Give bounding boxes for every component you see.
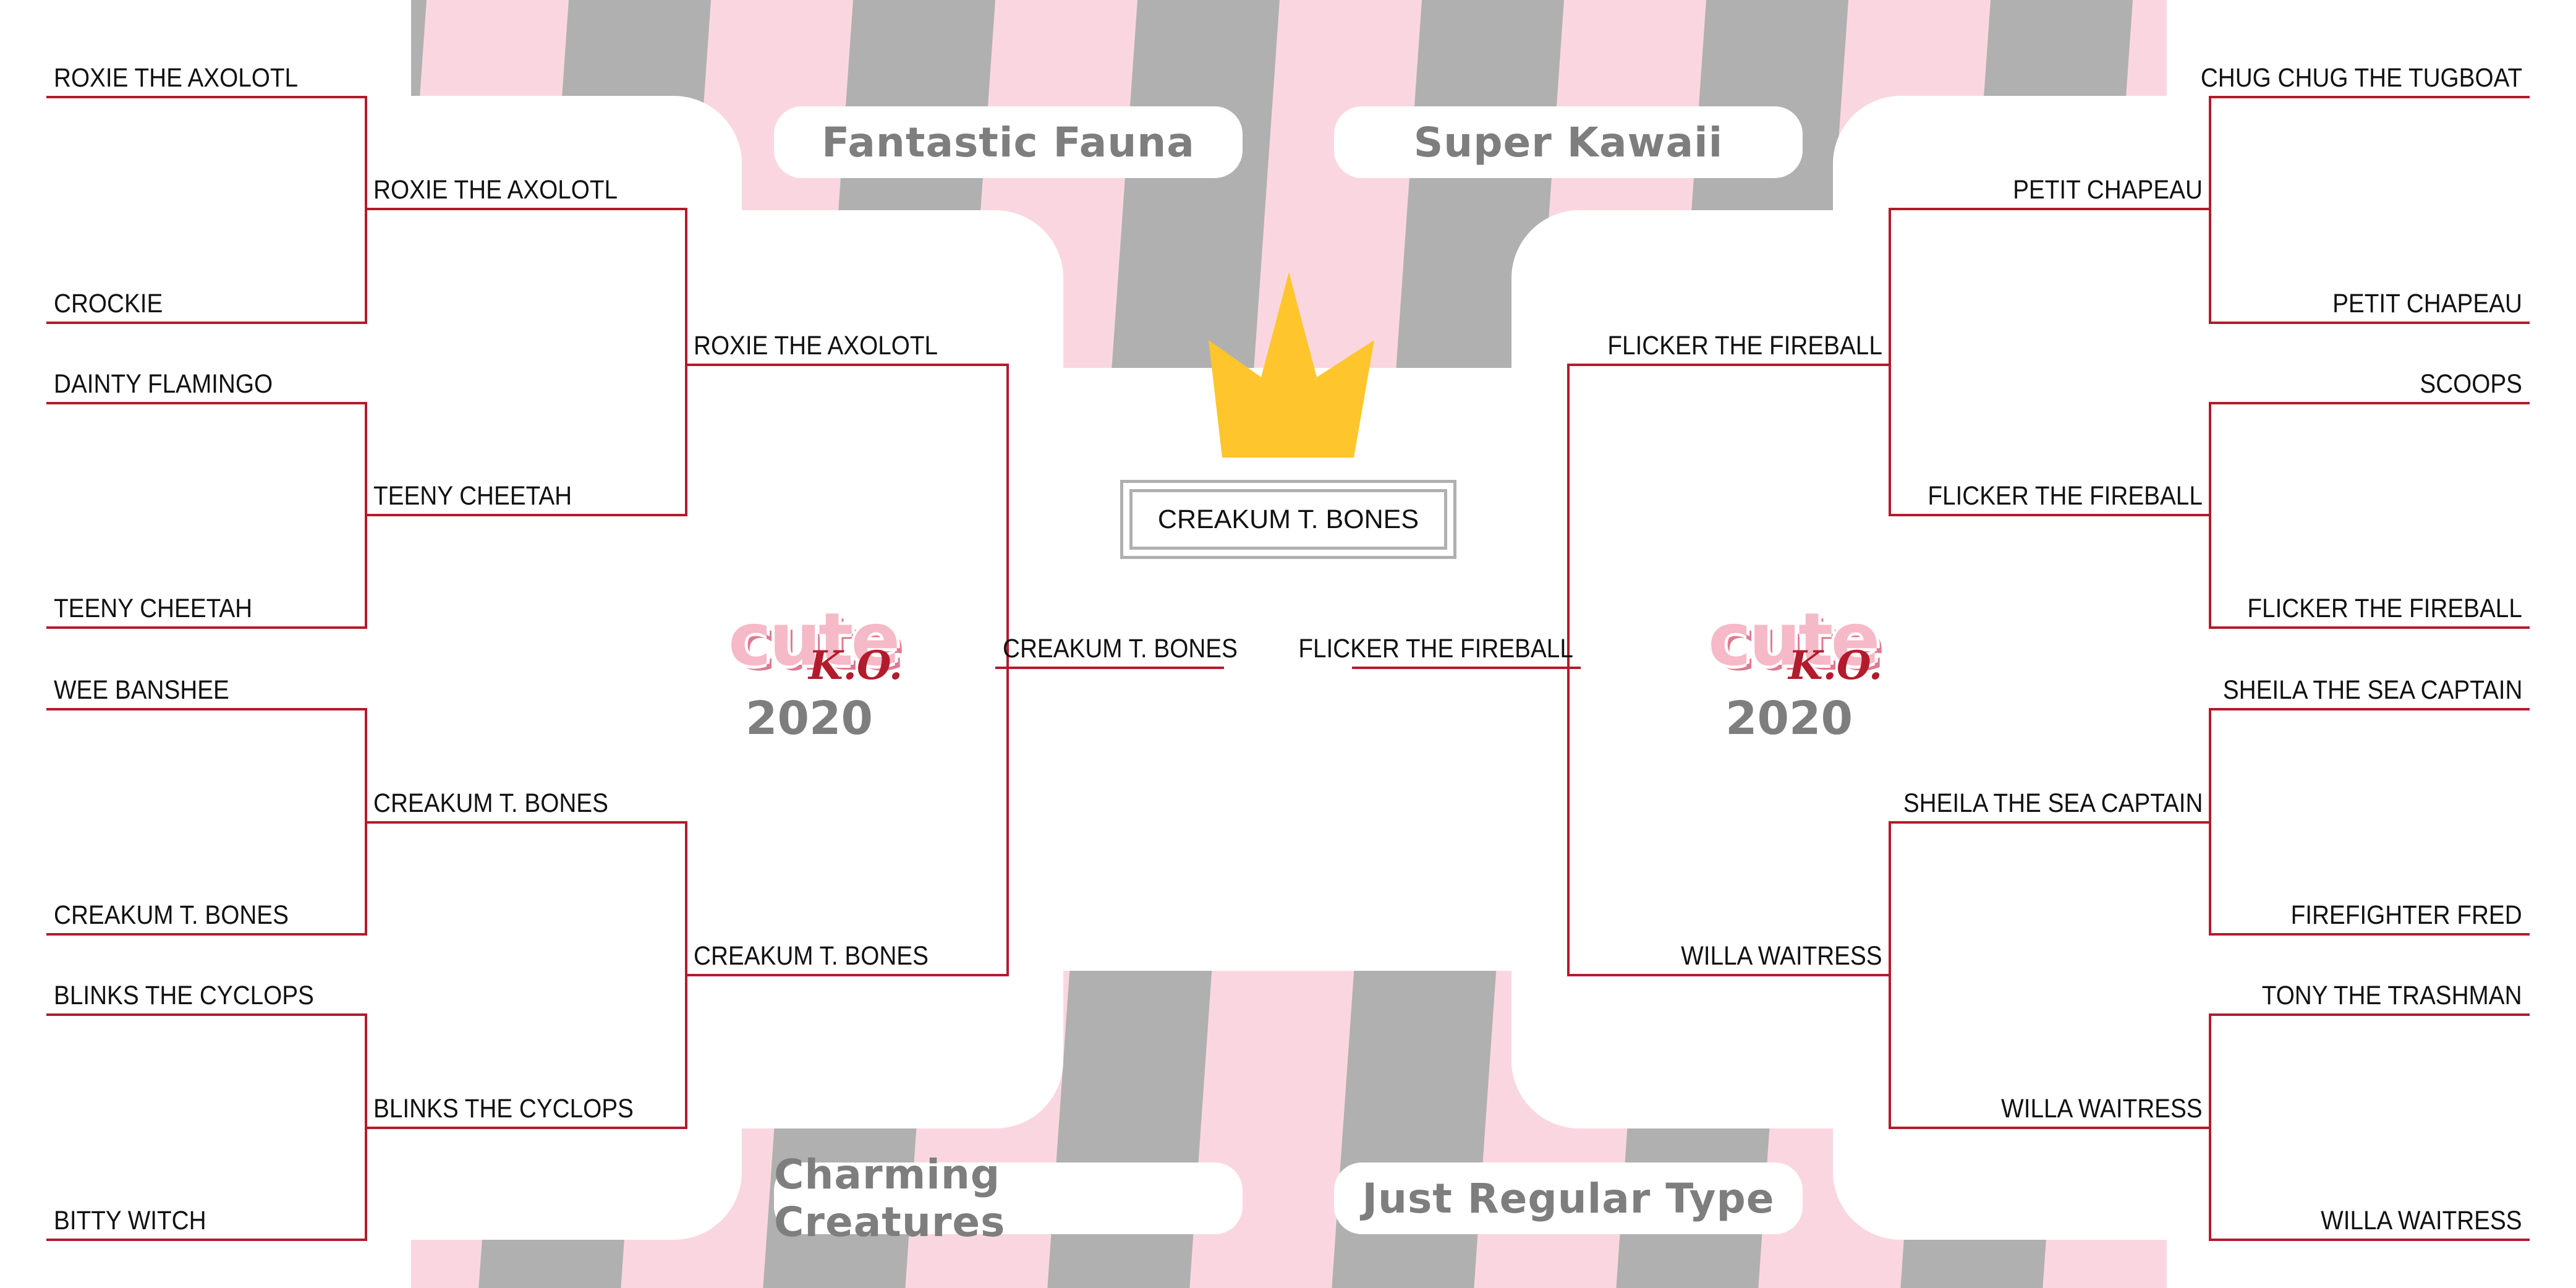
bracket-line-left xyxy=(46,1013,366,1016)
right-outer-panel xyxy=(2167,0,2576,1288)
bracket-line-left xyxy=(46,708,366,710)
bracket-line-right xyxy=(2210,626,2530,629)
logo-ko: K.O. xyxy=(1788,642,1883,689)
bracket-line-left xyxy=(366,208,686,210)
bracket-connector-right xyxy=(1889,208,1891,516)
entrant-name: SHEILA THE SEA CAPTAIN xyxy=(2222,675,2522,705)
bracket-line-right xyxy=(2210,1239,2530,1241)
region-label-top-right: Super Kawaii xyxy=(1334,106,1803,178)
bracket-line-right xyxy=(1890,821,2210,824)
bracket-line-left xyxy=(46,933,366,936)
entrant-name: PETIT CHAPEAU xyxy=(2013,175,2203,205)
entrant-name: WEE BANSHEE xyxy=(54,675,229,705)
bracket-connector-right xyxy=(2209,1013,2211,1241)
bracket-connector-left xyxy=(685,208,687,516)
bracket-line-left xyxy=(46,626,366,629)
bracket-connector-right xyxy=(2209,708,2211,936)
bracket-line-right xyxy=(1568,974,1890,976)
bracket-line-right xyxy=(1890,1127,2210,1129)
bracket-line-left xyxy=(686,364,1008,366)
entrant-name: CREAKUM T. BONES xyxy=(373,788,608,818)
entrant-name: CHUG CHUG THE TUGBOAT xyxy=(2200,63,2522,93)
entrant-name: CREAKUM T. BONES xyxy=(54,900,289,930)
bracket-connector-right xyxy=(1889,821,1891,1129)
bracket-connector-right xyxy=(2209,96,2211,324)
bracket-line-right xyxy=(2210,933,2530,936)
bracket-line-right xyxy=(1352,667,1581,669)
bracket-line-right xyxy=(1568,364,1890,366)
entrant-name: FLICKER THE FIREBALL xyxy=(1928,481,2203,511)
bracket-line-left xyxy=(46,322,366,324)
region-label-bottom-right: Just Regular Type xyxy=(1334,1162,1803,1234)
logo-word: cute xyxy=(728,597,900,682)
entrant-name: BITTY WITCH xyxy=(54,1206,206,1235)
entrant-name: FLICKER THE FIREBALL xyxy=(2247,594,2522,623)
entrant-name: FLICKER THE FIREBALL xyxy=(1607,331,1882,360)
entrant-name: ROXIE THE AXOLOTL xyxy=(694,331,938,360)
entrant-name: SHEILA THE SEA CAPTAIN xyxy=(1903,788,2203,818)
bracket-line-right xyxy=(1890,208,2210,210)
center-panel xyxy=(989,368,1570,971)
bracket-line-right xyxy=(2210,1013,2530,1016)
bracket-connector-right xyxy=(2209,402,2211,629)
region-label-bottom-left: Charming Creatures xyxy=(774,1151,1243,1246)
logo-ko: K.O. xyxy=(809,642,903,689)
entrant-name: BLINKS THE CYCLOPS xyxy=(54,981,314,1010)
entrant-name: PETIT CHAPEAU xyxy=(2332,289,2522,318)
entrant-name: CROCKIE xyxy=(54,289,163,318)
entrant-name: DAINTY FLAMINGO xyxy=(54,369,273,399)
entrant-name: SCOOPS xyxy=(2420,369,2522,399)
bracket-line-left xyxy=(366,1127,686,1129)
crown-icon xyxy=(1209,272,1374,458)
bracket-line-left xyxy=(686,974,1008,976)
bracket-line-left xyxy=(46,402,366,404)
bracket-connector-left xyxy=(1006,364,1009,976)
bracket-line-left xyxy=(46,1239,366,1241)
entrant-name: ROXIE THE AXOLOTL xyxy=(54,63,299,93)
entrant-name: TEENY CHEETAH xyxy=(373,481,572,511)
region-label-top-left: Fantastic Fauna xyxy=(774,106,1243,178)
champion-box: CREAKUM T. BONES xyxy=(1120,480,1456,559)
champion-name: CREAKUM T. BONES xyxy=(1129,489,1447,550)
entrant-name: WILLA WAITRESS xyxy=(2321,1206,2522,1235)
logo-year: 2020 xyxy=(1725,692,1853,745)
entrant-name: WILLA WAITRESS xyxy=(2001,1094,2203,1124)
logo-word: cute xyxy=(1708,597,1880,682)
bracket-line-left xyxy=(366,821,686,824)
bracket-line-right xyxy=(1890,514,2210,516)
bracket-line-right xyxy=(2210,96,2530,98)
entrant-name: TEENY CHEETAH xyxy=(54,594,253,623)
bracket-line-right xyxy=(2210,322,2530,324)
logo-right: cute K.O. 2020 xyxy=(1708,603,1894,764)
entrant-name: ROXIE THE AXOLOTL xyxy=(373,175,618,205)
bracket-connector-right xyxy=(1567,364,1570,976)
entrant-name: BLINKS THE CYCLOPS xyxy=(373,1094,634,1124)
logo-left: cute K.O. 2020 xyxy=(728,603,914,764)
entrant-name: TONY THE TRASHMAN xyxy=(2262,981,2522,1010)
bracket-line-left xyxy=(46,96,366,98)
logo-year: 2020 xyxy=(746,692,873,745)
bracket-line-left xyxy=(366,514,686,516)
entrant-name: FIREFIGHTER FRED xyxy=(2290,900,2522,930)
bracket-line-right xyxy=(2210,708,2530,710)
entrant-name: CREAKUM T. BONES xyxy=(1003,634,1238,663)
entrant-name: WILLA WAITRESS xyxy=(1681,941,1882,971)
bracket-line-right xyxy=(2210,402,2530,404)
left-outer-panel xyxy=(0,0,411,1288)
entrant-name: CREAKUM T. BONES xyxy=(694,941,929,971)
entrant-name: FLICKER THE FIREBALL xyxy=(1298,634,1573,663)
bracket-line-left xyxy=(995,667,1224,669)
